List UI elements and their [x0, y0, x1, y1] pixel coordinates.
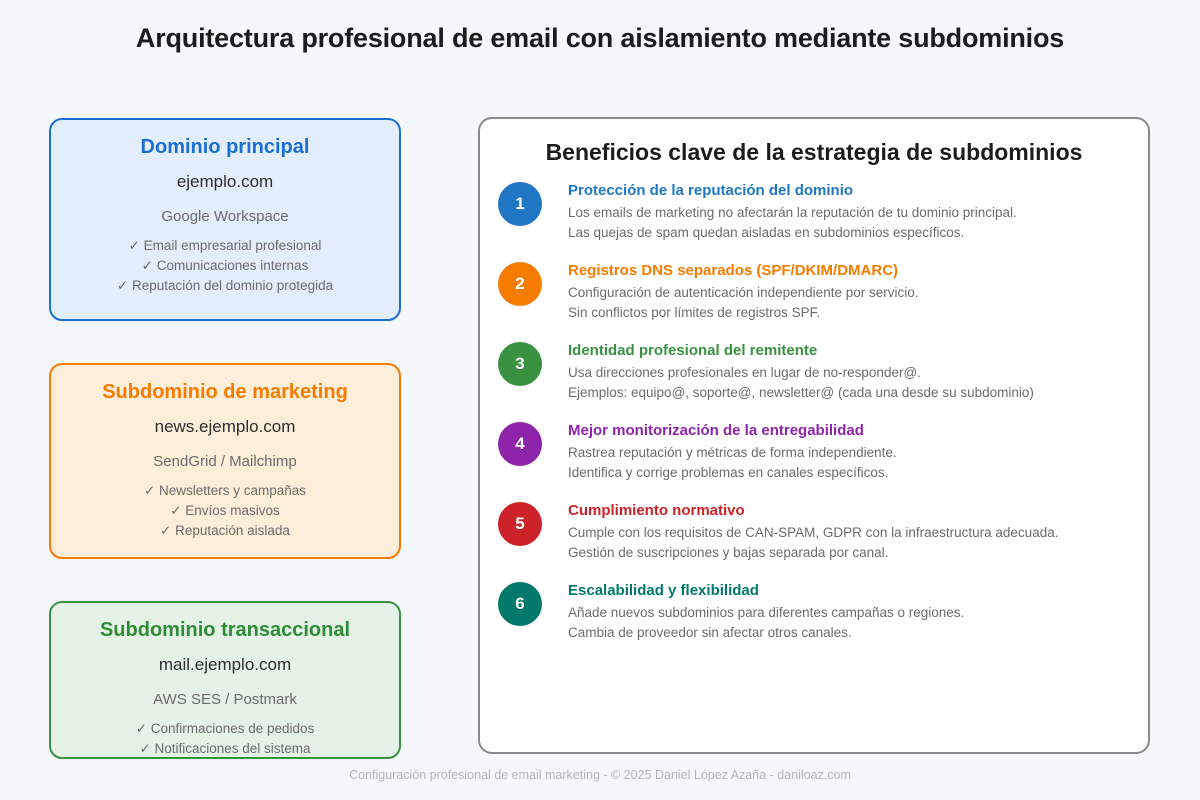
benefit-title: Escalabilidad y flexibilidad: [568, 582, 759, 599]
benefit-line: Sin conflictos por límites de registros …: [568, 305, 821, 320]
domain-card-feature: ✓ Email empresarial profesional: [128, 238, 322, 253]
domain-card-feature: ✓ Reputación del dominio protegida: [116, 278, 334, 293]
benefit-number-badge: 1: [498, 182, 542, 226]
benefit-item: 2 Registros DNS separados (SPF/DKIM/DMAR…: [498, 260, 1130, 323]
benefit-text-block: Cumplimiento normativo Cumple con los re…: [568, 500, 1058, 563]
benefit-line: Gestión de suscripciones y bajas separad…: [568, 545, 889, 560]
domain-card-provider: Google Workspace: [161, 208, 289, 225]
domain-card-domain: news.ejemplo.com: [154, 417, 296, 436]
benefit-line: Añade nuevos subdominios para diferentes…: [568, 605, 965, 620]
benefits-panel: Beneficios clave de la estrategia de sub…: [478, 117, 1150, 754]
domain-card-title: Subdominio de marketing: [102, 381, 348, 403]
benefit-text-block: Escalabilidad y flexibilidad Añade nuevo…: [568, 580, 964, 643]
domain-card-provider: SendGrid / Mailchimp: [153, 453, 297, 470]
benefit-number-badge: 3: [498, 342, 542, 386]
domain-card-feature: ✓ Envíos masivos: [170, 503, 280, 518]
domain-card-domain: ejemplo.com: [176, 172, 274, 191]
domain-cards-column: Dominio principal ejemplo.com Google Wor…: [49, 118, 401, 759]
benefit-text-block: Registros DNS separados (SPF/DKIM/DMARC)…: [568, 260, 918, 323]
domain-card-feature: ✓ Confirmaciones de pedidos: [135, 721, 315, 736]
domain-card-feature: ✓ Newsletters y campañas: [143, 483, 307, 498]
benefit-item: 5 Cumplimiento normativo Cumple con los …: [498, 500, 1130, 563]
benefit-line: Cambia de proveedor sin afectar otros ca…: [568, 625, 852, 640]
benefit-title: Cumplimiento normativo: [568, 502, 745, 519]
page-title: Arquitectura profesional de email con ai…: [135, 23, 1065, 53]
benefit-item: 6 Escalabilidad y flexibilidad Añade nue…: [498, 580, 1130, 643]
benefit-item: 1 Protección de la reputación del domini…: [498, 180, 1130, 243]
benefit-item: 3 Identidad profesional del remitente Us…: [498, 340, 1130, 403]
benefit-line: Ejemplos: equipo@, soporte@, newsletter@…: [568, 385, 1034, 400]
benefits-panel-heading: Beneficios clave de la estrategia de sub…: [545, 139, 1083, 165]
benefit-text-block: Identidad profesional del remitente Usa …: [568, 340, 1034, 403]
benefit-line: Los emails de marketing no afectarán la …: [568, 205, 1017, 220]
domain-card-marketing: Subdominio de marketing news.ejemplo.com…: [49, 363, 401, 559]
benefit-title: Registros DNS separados (SPF/DKIM/DMARC): [568, 262, 899, 279]
domain-card-domain: mail.ejemplo.com: [158, 655, 292, 674]
domain-card-feature: ✓ Notificaciones del sistema: [139, 741, 311, 756]
domain-card-feature: ✓ Reputación aislada: [160, 523, 290, 538]
benefit-title: Protección de la reputación del dominio: [568, 182, 854, 199]
domain-card-primary: Dominio principal ejemplo.com Google Wor…: [49, 118, 401, 321]
benefit-item: 4 Mejor monitorización de la entregabili…: [498, 420, 1130, 483]
benefit-title: Mejor monitorización de la entregabilida…: [568, 422, 864, 439]
benefit-title: Identidad profesional del remitente: [568, 342, 818, 359]
benefit-line: Las quejas de spam quedan aisladas en su…: [568, 225, 965, 240]
domain-card-feature: ✓ Comunicaciones internas: [141, 258, 309, 273]
benefit-line: Identifica y corrige problemas en canale…: [568, 465, 889, 480]
benefit-line: Configuración de autenticación independi…: [568, 285, 919, 300]
footer-note: Configuración profesional de email marke…: [349, 768, 851, 782]
benefit-number-badge: 5: [498, 502, 542, 546]
domain-card-provider: AWS SES / Postmark: [153, 691, 297, 708]
benefit-line: Usa direcciones profesionales en lugar d…: [568, 365, 921, 380]
benefits-list: 1 Protección de la reputación del domini…: [480, 180, 1148, 643]
benefit-number-badge: 4: [498, 422, 542, 466]
benefit-text-block: Protección de la reputación del dominio …: [568, 180, 1017, 243]
benefit-number-badge: 2: [498, 262, 542, 306]
domain-card-title: Dominio principal: [140, 136, 310, 158]
benefit-line: Cumple con los requisitos de CAN-SPAM, G…: [568, 525, 1059, 540]
benefit-text-block: Mejor monitorización de la entregabilida…: [568, 420, 897, 483]
domain-card-title: Subdominio transaccional: [99, 619, 351, 641]
benefit-line: Rastrea reputación y métricas de forma i…: [568, 445, 897, 460]
domain-card-transactional: Subdominio transaccional mail.ejemplo.co…: [49, 601, 401, 759]
benefit-number-badge: 6: [498, 582, 542, 626]
